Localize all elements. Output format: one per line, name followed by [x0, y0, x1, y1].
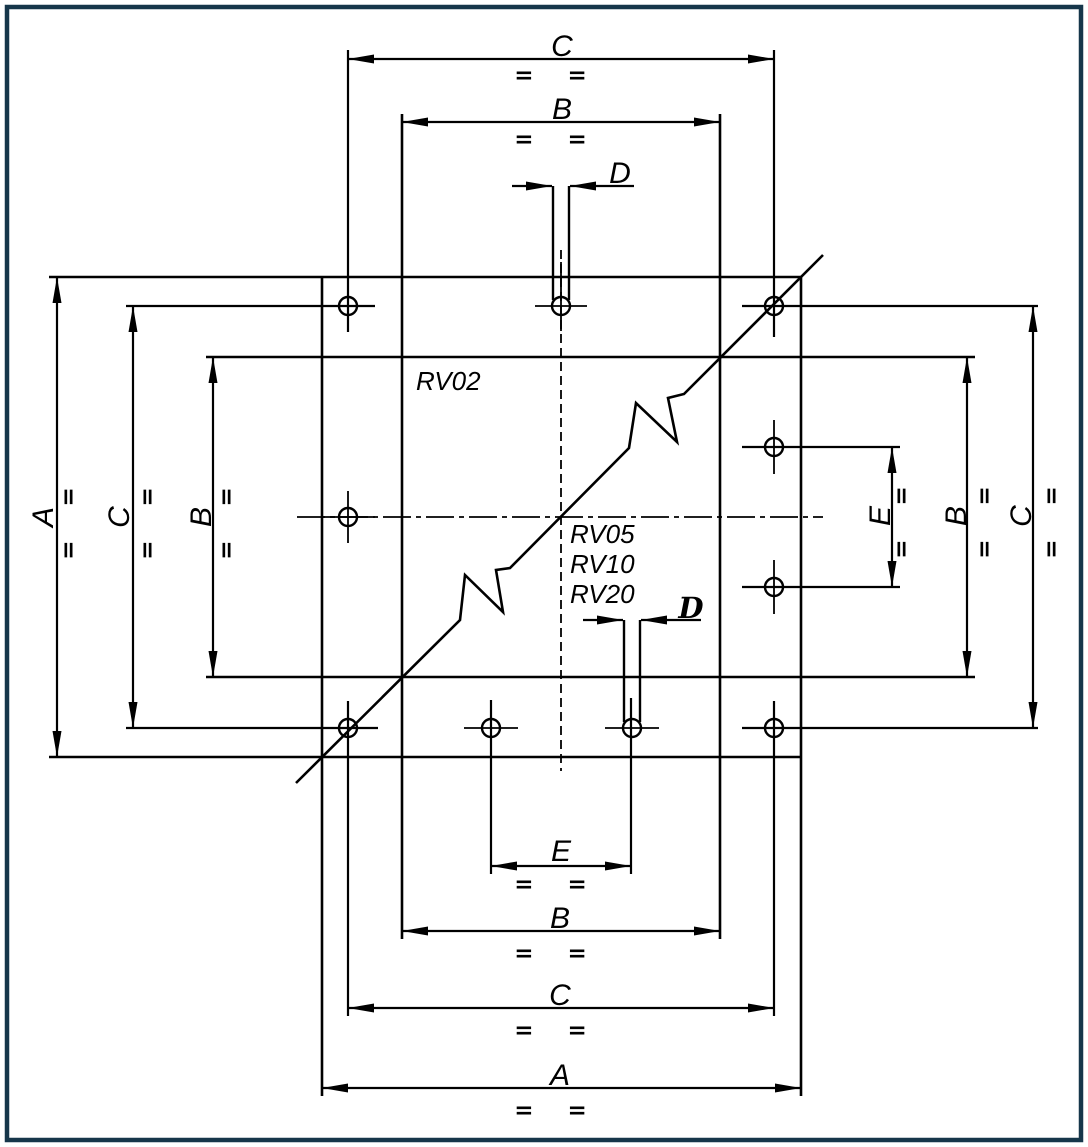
- outer-square-outline: [49, 275, 803, 1096]
- mounting-hole: [763, 436, 785, 458]
- mounting-hole: [763, 295, 785, 317]
- mounting-hole: [480, 717, 502, 739]
- dim-arrow: [52, 277, 62, 303]
- dim-label-b: B: [552, 93, 572, 126]
- dimension-bottom-c: C = =: [348, 979, 774, 1044]
- dimension-right-e: E = =: [864, 447, 915, 587]
- tolerance-mark: = =: [135, 474, 161, 560]
- tolerance-mark: = =: [889, 473, 915, 559]
- tolerance-mark: = =: [514, 1018, 600, 1044]
- dim-arrow: [322, 1083, 348, 1093]
- dim-arrow: [1028, 702, 1038, 728]
- dim-arrow: [402, 926, 428, 936]
- dimension-bottom-a: A = =: [322, 1059, 801, 1124]
- dim-arrow: [962, 357, 972, 383]
- model-labels: RV02 RV05 RV10 RV20: [416, 366, 635, 609]
- mounting-hole: [337, 295, 359, 317]
- dim-arrow: [641, 615, 667, 625]
- tolerance-mark: = =: [56, 474, 82, 560]
- dim-arrow: [348, 1003, 374, 1013]
- model-label-rv10: RV10: [570, 549, 635, 579]
- dimension-bottom-b: B = =: [402, 902, 720, 967]
- dim-label-d: D: [609, 157, 631, 190]
- hole-crosshairs: [321, 262, 775, 729]
- dim-label-e: E: [551, 835, 572, 868]
- dim-arrow: [775, 1083, 801, 1093]
- inner-square-outline: [206, 114, 975, 939]
- model-label-rv20: RV20: [570, 579, 635, 609]
- extension-lines: [126, 50, 1038, 1016]
- dim-label-e: E: [864, 505, 897, 526]
- dim-arrow: [748, 54, 774, 64]
- mounting-hole: [550, 295, 572, 317]
- drawing-frame-border: [4, 4, 1084, 1143]
- dim-arrow: [694, 117, 720, 127]
- dim-arrow: [52, 731, 62, 757]
- dim-label-b: B: [550, 902, 570, 935]
- dimension-top-b: B = =: [402, 93, 720, 153]
- dim-label-d-bold: D: [677, 591, 703, 625]
- dim-arrow: [128, 306, 138, 332]
- dim-arrow: [748, 1003, 774, 1013]
- dim-label-c: C: [549, 979, 571, 1012]
- tolerance-mark: = =: [514, 941, 600, 967]
- dimension-top-c: C = =: [348, 30, 774, 89]
- dim-arrow: [887, 447, 897, 473]
- dim-arrow: [402, 117, 428, 127]
- mounting-hole: [337, 717, 359, 739]
- tolerance-mark: = =: [514, 127, 600, 153]
- dim-arrow: [208, 357, 218, 383]
- dim-arrow: [348, 54, 374, 64]
- tolerance-mark: = =: [972, 473, 998, 559]
- model-label-rv05: RV05: [570, 519, 635, 549]
- dim-arrow: [491, 861, 517, 871]
- dimension-right-c: C = =: [1005, 306, 1065, 728]
- dim-arrow: [887, 561, 897, 587]
- mounting-holes: [337, 295, 785, 739]
- dimension-bottom-d: D: [583, 591, 704, 625]
- dim-label-b: B: [940, 506, 973, 526]
- dim-arrow: [570, 181, 596, 191]
- tolerance-mark: = =: [1039, 473, 1065, 559]
- dim-arrow: [128, 702, 138, 728]
- diagonal-break-line: [295, 254, 824, 784]
- model-label-rv02: RV02: [416, 366, 481, 396]
- mounting-hole: [763, 576, 785, 598]
- dimension-left-b: B = =: [185, 357, 240, 677]
- dim-label-a: A: [27, 507, 60, 529]
- dim-arrow: [526, 181, 552, 191]
- tolerance-mark: = =: [214, 474, 240, 560]
- dim-arrow: [694, 926, 720, 936]
- dim-label-c: C: [103, 506, 136, 528]
- dimension-top-d: D: [512, 157, 634, 191]
- dim-arrow: [208, 651, 218, 677]
- mounting-hole: [337, 506, 359, 528]
- dim-arrow: [962, 651, 972, 677]
- dimension-bottom-e: E = =: [491, 835, 631, 898]
- dim-label-a: A: [548, 1059, 570, 1092]
- dim-arrow: [597, 615, 623, 625]
- dim-arrow: [605, 861, 631, 871]
- hole-diameter-leaders: [551, 186, 642, 722]
- dimension-right-b: B = =: [940, 357, 998, 677]
- dimension-left-c: C = =: [103, 306, 161, 728]
- tolerance-mark: = =: [514, 1098, 600, 1124]
- mounting-hole: [763, 717, 785, 739]
- dimension-left-a: A = =: [27, 277, 82, 757]
- tolerance-mark: = =: [514, 872, 600, 898]
- tolerance-mark: = =: [514, 63, 600, 89]
- dim-label-b: B: [185, 507, 218, 527]
- mounting-hole: [621, 717, 643, 739]
- dim-arrow: [1028, 306, 1038, 332]
- dim-label-c: C: [551, 30, 573, 63]
- dim-label-c: C: [1005, 505, 1038, 527]
